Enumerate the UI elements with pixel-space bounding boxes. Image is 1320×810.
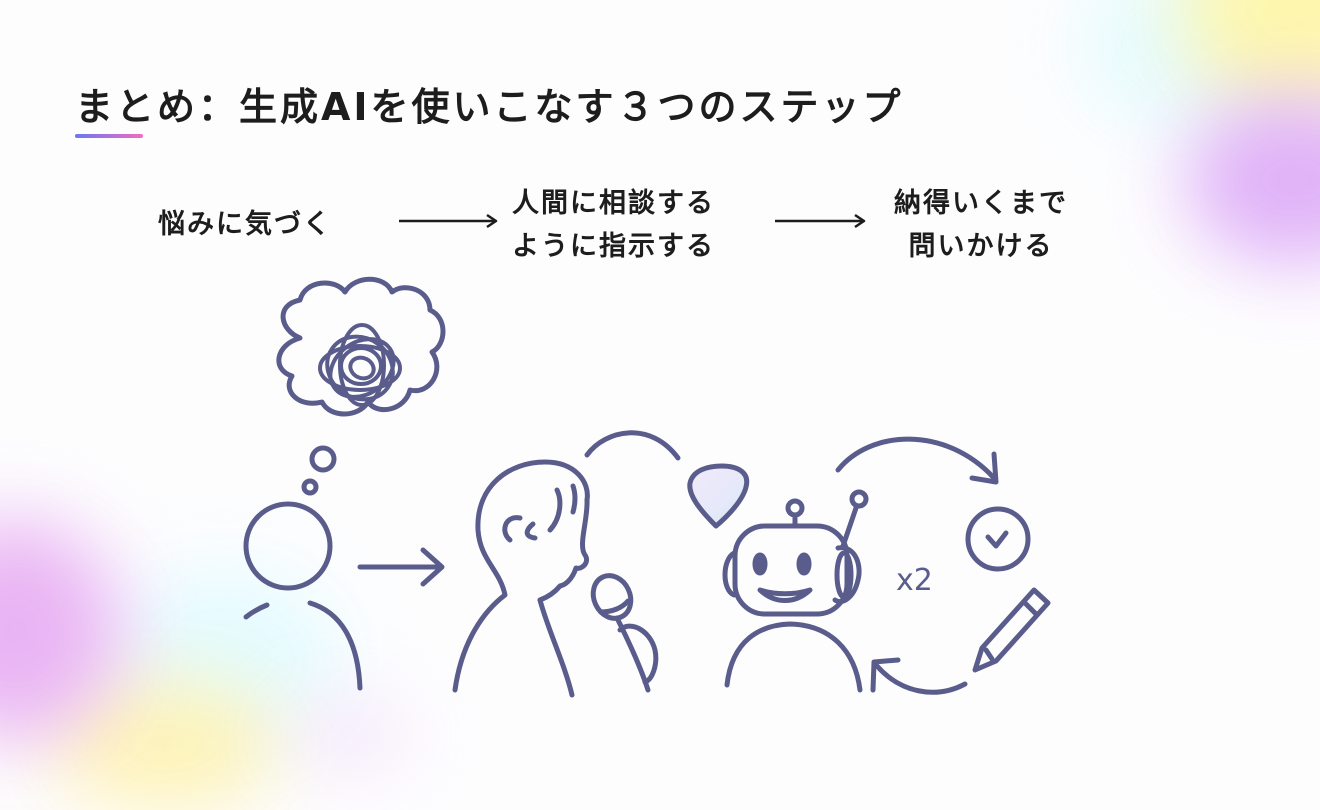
step-2-line-2: ように指示する — [512, 231, 715, 262]
step-3-ask-until-satisfied: 納得いくまで 問いかける — [894, 182, 1068, 268]
repeat-count-text: x2 — [896, 563, 933, 598]
arrow-right-icon — [775, 213, 866, 229]
cycle-arrowhead-bottom — [870, 657, 901, 693]
steps-illustration: x2 — [243, 276, 1051, 698]
cycle-arrow-bottom — [874, 663, 968, 695]
step-1-line-1: 悩みに気づく — [158, 209, 332, 240]
title-accent-underline — [75, 134, 143, 138]
checkmark-circle-icon — [965, 506, 1031, 572]
cycle-arrowhead-top — [969, 451, 999, 485]
step-2-instruct-like-human: 人間に相談する ように指示する — [512, 182, 715, 268]
person-icon — [243, 501, 363, 691]
microphone-icon — [590, 573, 659, 693]
step-1-notice-problem: 悩みに気づく — [158, 203, 332, 246]
thought-bubble-small — [309, 445, 337, 473]
speech-bubble-icon — [687, 463, 750, 529]
speaking-person-icon — [452, 459, 590, 698]
thought-cloud-icon — [276, 276, 446, 417]
arrow-right-icon — [399, 213, 498, 229]
cycle-arrow-top — [835, 436, 997, 481]
step-3-line-1: 納得いくまで — [894, 188, 1068, 219]
step-3-line-2: 問いかける — [908, 231, 1054, 262]
headset-icon — [832, 545, 862, 605]
thought-bubble-tiny — [301, 478, 319, 496]
slide-title: まとめ：生成AIを使いこなす３つのステップ — [75, 85, 904, 129]
robot-icon — [722, 489, 869, 693]
pencil-icon — [972, 587, 1051, 673]
speech-arc — [584, 430, 681, 461]
arrow-right-icon — [357, 547, 445, 587]
repeat-count-label: x2 — [896, 563, 933, 598]
step-2-line-1: 人間に相談する — [512, 188, 715, 219]
tangled-scribble-icon — [318, 323, 402, 407]
